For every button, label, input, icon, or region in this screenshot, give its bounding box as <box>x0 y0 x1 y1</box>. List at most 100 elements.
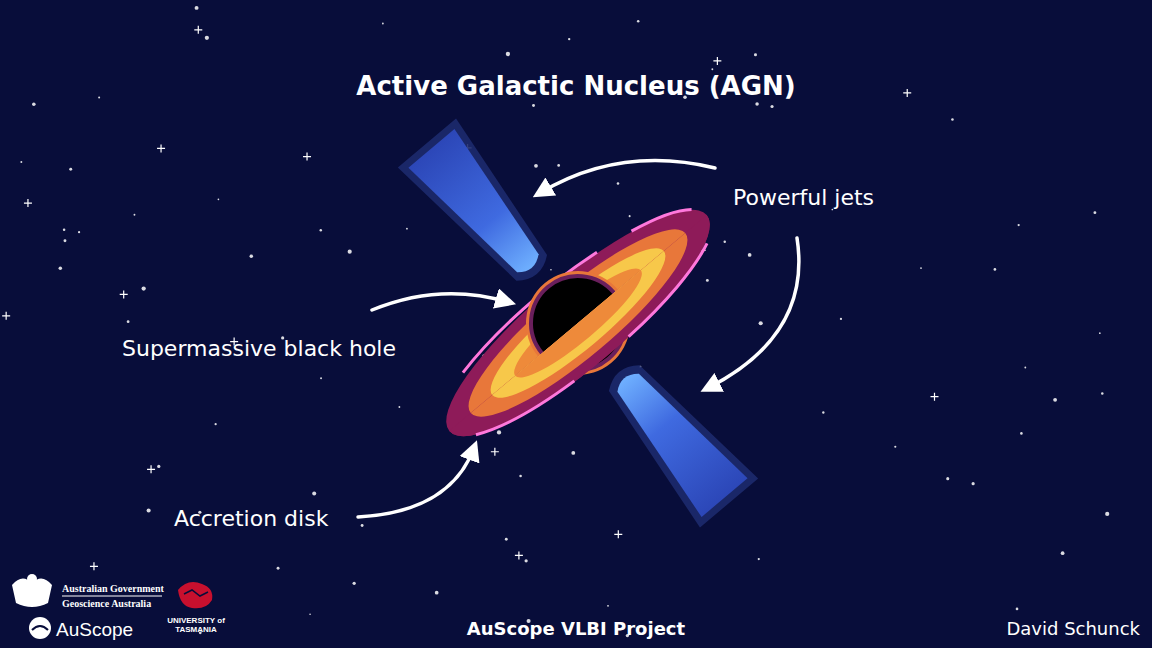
star <box>1020 432 1023 435</box>
part-label: Accretion disk <box>174 506 328 532</box>
star <box>218 199 220 201</box>
label-holder: Geoscience Australia <box>62 598 151 610</box>
star <box>550 269 552 271</box>
star <box>69 168 72 171</box>
star <box>361 524 364 527</box>
star <box>1061 551 1065 555</box>
star <box>758 558 760 560</box>
star <box>147 508 151 512</box>
star <box>157 465 160 468</box>
star <box>491 448 499 456</box>
star <box>755 102 758 105</box>
star <box>303 153 311 161</box>
star <box>1016 608 1019 611</box>
star <box>157 144 165 152</box>
star <box>142 286 146 290</box>
star <box>607 605 609 607</box>
star <box>571 451 575 455</box>
star <box>277 567 280 570</box>
star <box>353 582 356 585</box>
star <box>706 279 709 282</box>
accretion-disk-front <box>425 194 735 464</box>
star <box>398 406 400 408</box>
star <box>506 52 510 56</box>
star <box>1105 512 1109 516</box>
star <box>770 105 773 108</box>
star <box>348 250 352 254</box>
star <box>840 318 842 320</box>
title-holder: Active Galactic Nucleus (AGN) <box>356 71 795 101</box>
tasmania-lion <box>178 582 212 608</box>
star <box>637 20 640 23</box>
star <box>320 229 322 231</box>
star <box>713 57 721 65</box>
star <box>20 161 22 163</box>
label-holder: Powerful jets <box>733 185 874 211</box>
diagram-title: Active Galactic Nucleus (AGN) <box>356 71 795 101</box>
star <box>435 591 439 595</box>
jet-upper <box>398 119 566 299</box>
star <box>309 613 311 615</box>
star <box>312 492 316 496</box>
star <box>951 118 954 121</box>
crest-rule <box>62 596 162 597</box>
label-holder: AuScope <box>56 619 133 642</box>
part-label: Powerful jets <box>733 185 874 211</box>
star <box>515 551 523 559</box>
star <box>629 215 631 217</box>
star <box>63 228 66 231</box>
label-holder: UNIVERSITY of TASMANIA <box>160 617 232 635</box>
label-holder: AuScope VLBI Project <box>467 618 685 640</box>
footer-project: AuScope VLBI Project <box>467 618 685 640</box>
star <box>250 255 254 259</box>
leader-arrows <box>358 161 799 517</box>
star <box>920 267 922 269</box>
star <box>32 102 36 106</box>
star <box>406 228 408 230</box>
star <box>120 290 128 298</box>
star <box>532 104 535 107</box>
star <box>519 475 522 478</box>
label-holder: Accretion disk <box>174 506 328 532</box>
government-crest <box>12 574 52 607</box>
star <box>127 320 130 323</box>
star <box>1099 332 1101 334</box>
star <box>614 530 622 538</box>
star <box>1093 211 1096 214</box>
label-holder: Supermassive black hole <box>122 336 396 362</box>
star <box>90 562 98 570</box>
star <box>754 53 757 56</box>
star <box>98 96 100 98</box>
star <box>1053 398 1057 402</box>
star <box>568 38 570 40</box>
star <box>205 36 209 40</box>
star <box>946 477 949 480</box>
agn-body <box>298 35 858 611</box>
star <box>972 482 975 485</box>
star <box>525 559 528 562</box>
part-label: Supermassive black hole <box>122 336 396 362</box>
star <box>894 446 896 448</box>
star <box>1024 367 1026 369</box>
logo-text: Geoscience Australia <box>62 598 151 610</box>
logo-text: Australian Government <box>62 583 164 595</box>
star <box>320 377 322 379</box>
logo-text: AuScope <box>56 619 133 642</box>
star <box>822 411 824 413</box>
star <box>24 199 32 207</box>
star <box>724 240 726 242</box>
star <box>194 26 202 34</box>
star <box>78 231 80 233</box>
label-holder: Australian Government <box>62 583 164 595</box>
logo-text: UNIVERSITY of TASMANIA <box>160 617 232 635</box>
star <box>1101 392 1104 395</box>
star <box>903 89 911 97</box>
star <box>534 164 538 168</box>
star <box>382 23 384 25</box>
star-field <box>2 6 1109 637</box>
star <box>147 465 155 473</box>
star <box>759 321 763 325</box>
star <box>215 423 217 425</box>
